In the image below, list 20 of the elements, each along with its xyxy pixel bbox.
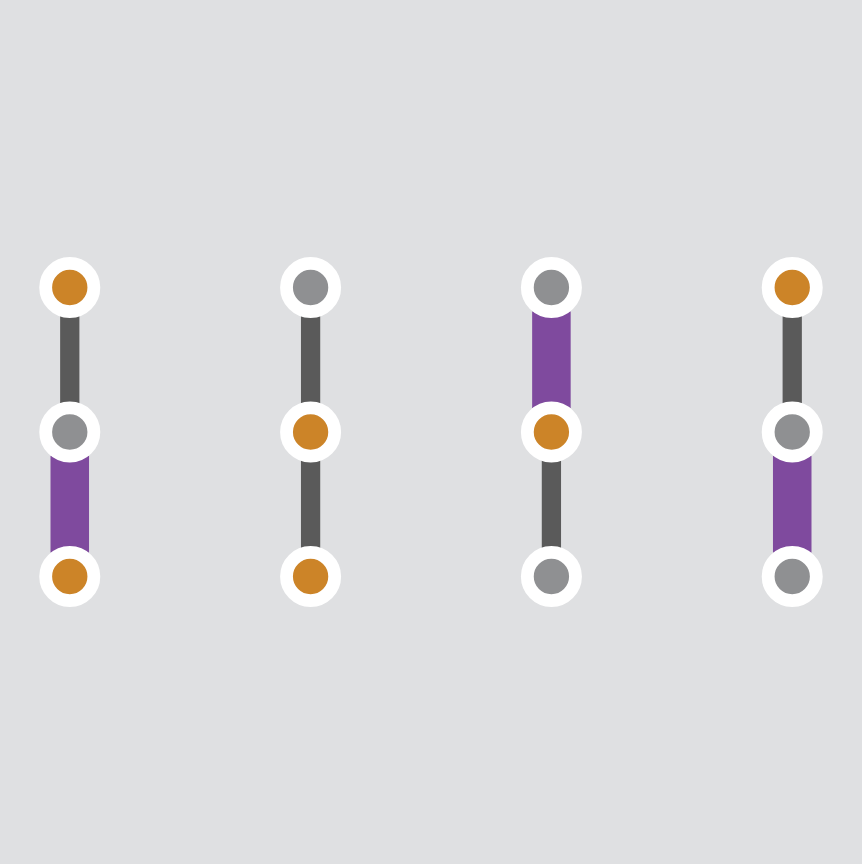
connector-line bbox=[772, 456, 812, 553]
connector-line bbox=[532, 311, 571, 408]
circle-node bbox=[39, 546, 101, 607]
circle-node bbox=[761, 257, 823, 318]
connector-line bbox=[300, 456, 321, 553]
circle-node bbox=[39, 401, 101, 463]
circle-node bbox=[280, 257, 342, 318]
circle-node bbox=[520, 546, 582, 607]
connector-line bbox=[782, 311, 802, 408]
connector-line bbox=[50, 456, 90, 553]
circle-node bbox=[39, 257, 101, 318]
connector-line bbox=[60, 311, 80, 408]
circle-node bbox=[520, 401, 582, 463]
circle-node bbox=[761, 401, 823, 463]
connector-line bbox=[541, 456, 562, 553]
circle-node bbox=[280, 546, 342, 607]
connector-line bbox=[300, 311, 321, 408]
circle-node bbox=[280, 401, 342, 463]
circle-node bbox=[761, 546, 823, 607]
circle-node bbox=[520, 257, 582, 318]
